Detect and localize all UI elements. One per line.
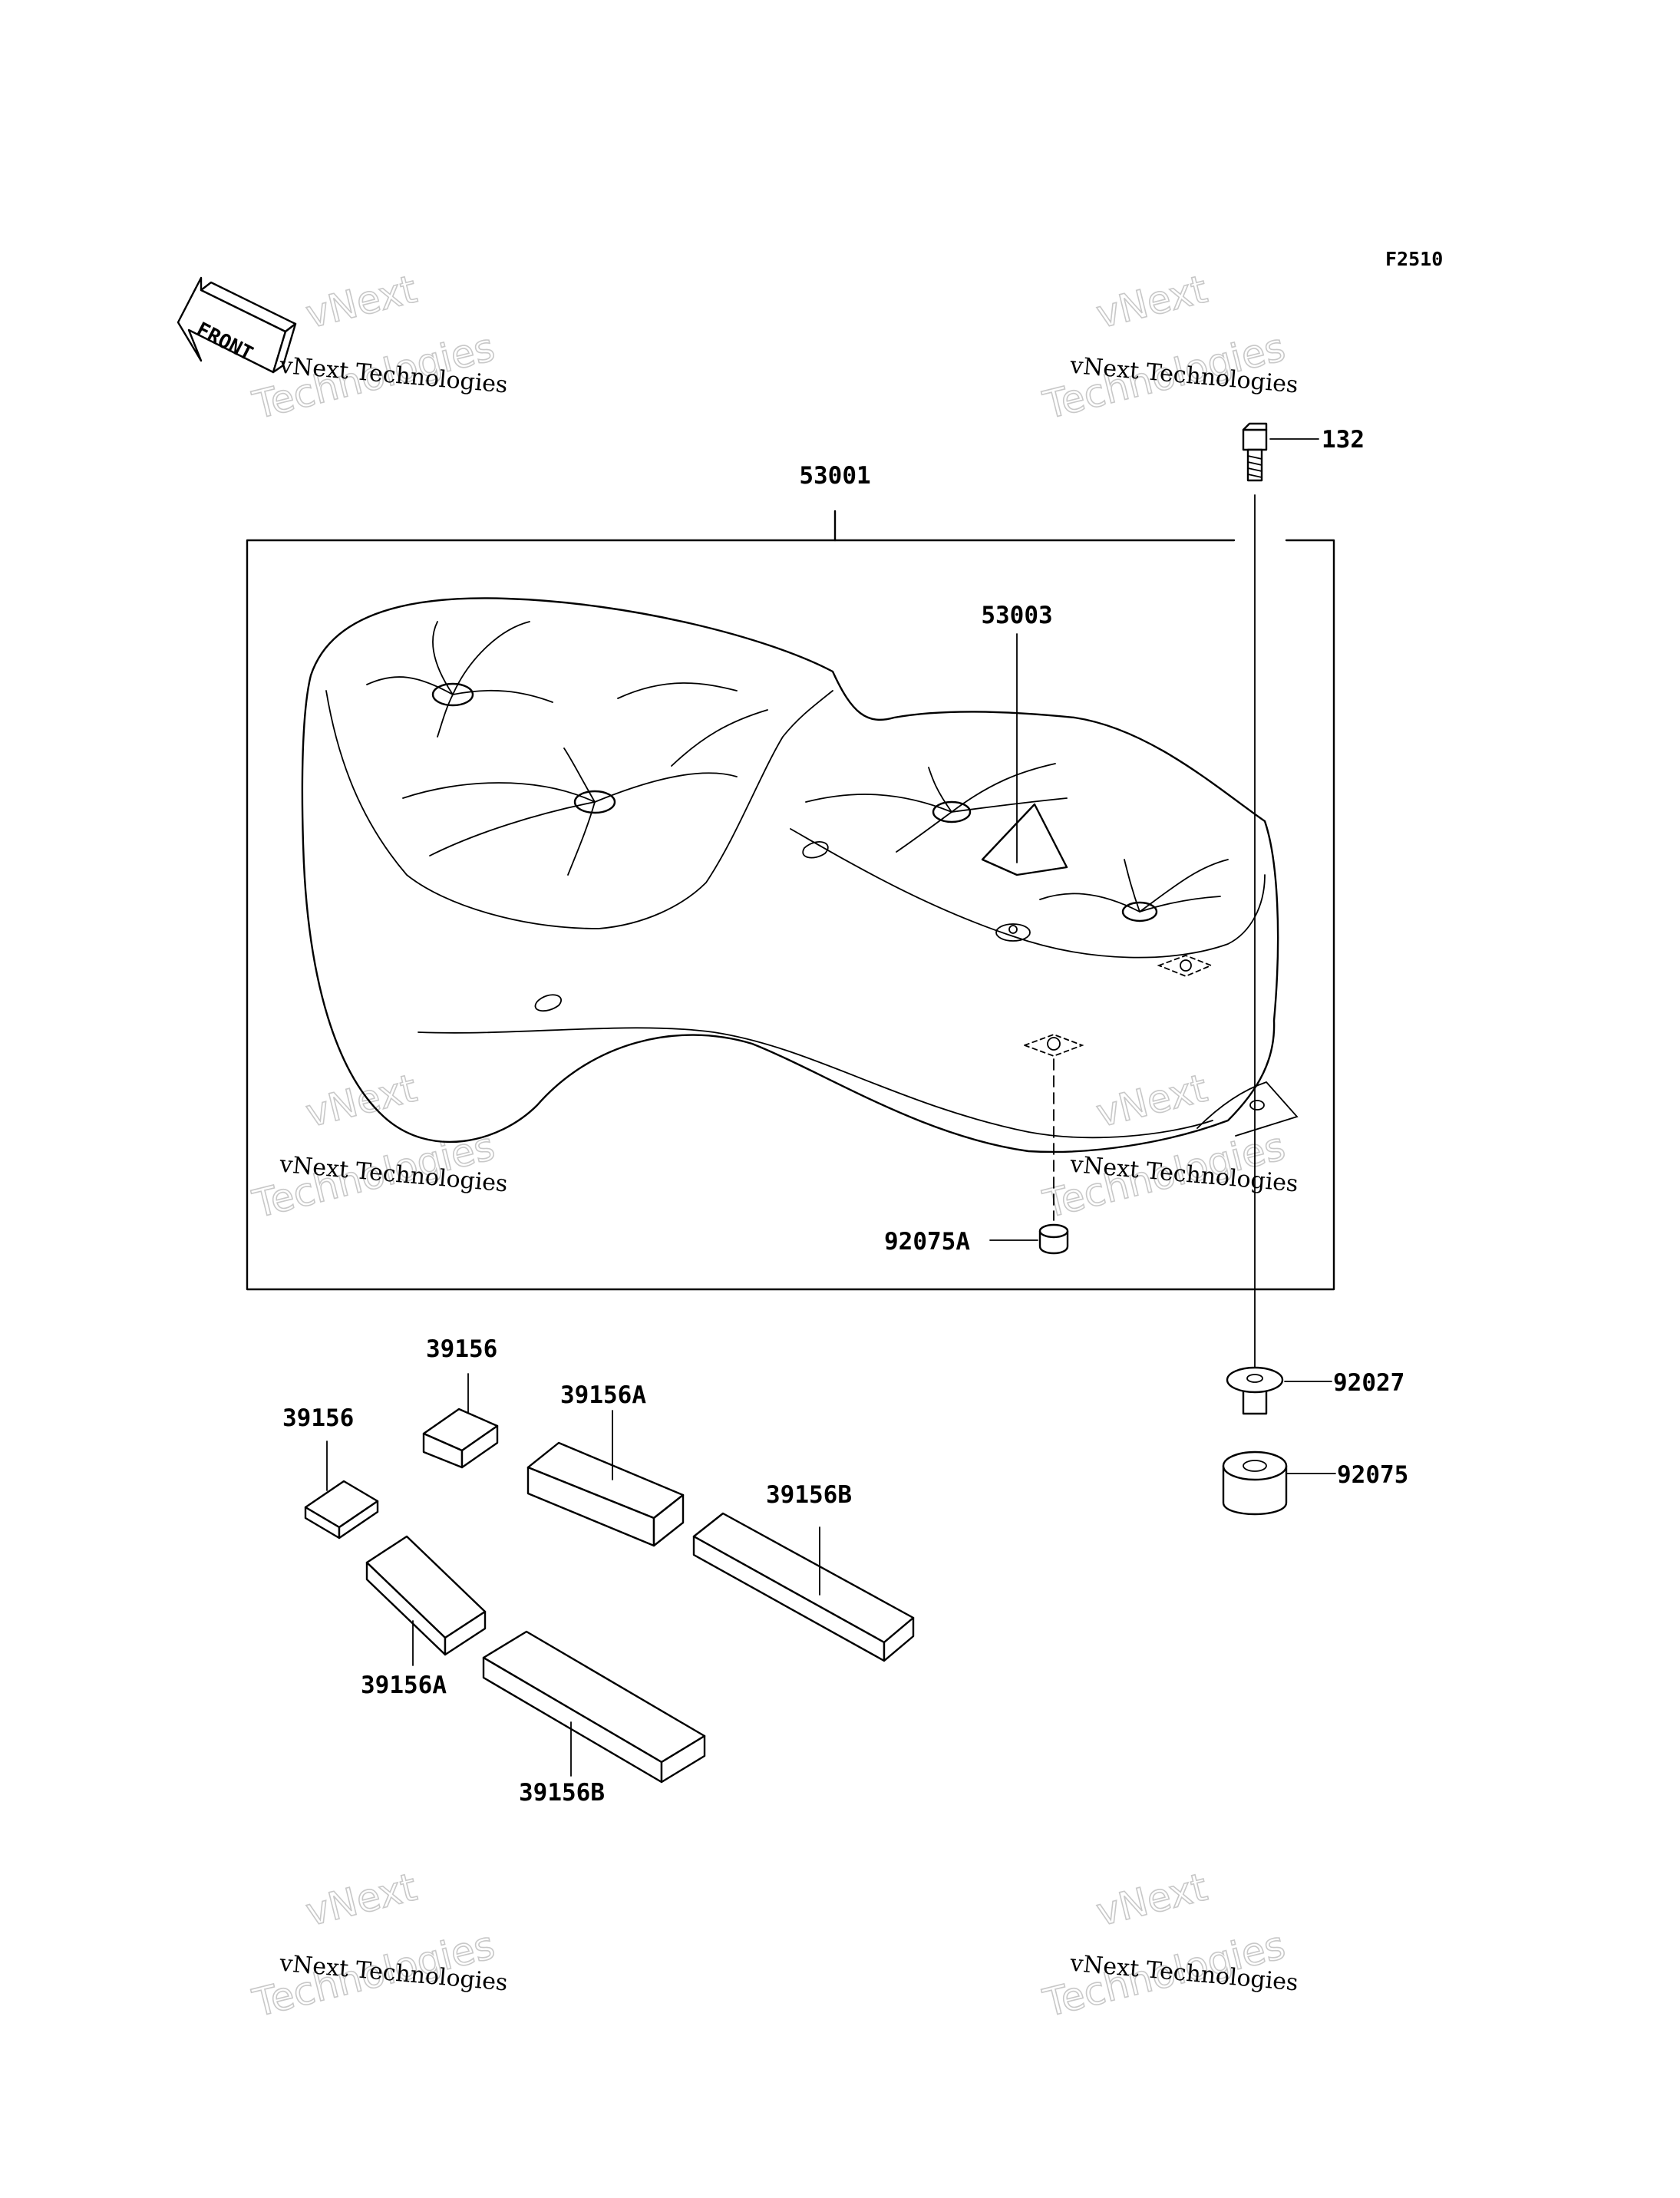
seat-assembly-frame xyxy=(246,510,1335,1291)
part-label-39156a-lower: 39156A xyxy=(361,1672,447,1699)
bolt-icon xyxy=(1242,422,1268,482)
pad-long-2-icon xyxy=(482,1630,706,1784)
part-label-39156b-bottom: 39156B xyxy=(519,1779,605,1807)
part-label-92075a: 92075A xyxy=(884,1228,970,1256)
front-arrow-icon: FRONT xyxy=(177,276,297,374)
watermark-line: vNext xyxy=(1092,1865,1212,1936)
seat-drawing xyxy=(301,597,1299,1153)
pad-small-2-icon xyxy=(422,1408,499,1469)
watermark-line: vNext xyxy=(302,267,421,338)
pad-small-1-icon xyxy=(304,1480,379,1540)
label-plate-icon xyxy=(981,803,1068,876)
watermark: vNext Technologies vNext Technologies vN… xyxy=(248,266,1299,2027)
pad-medium-2-icon xyxy=(365,1535,487,1656)
damper-a-icon xyxy=(1038,1223,1069,1255)
part-label-39156a-upper: 39156A xyxy=(560,1381,646,1409)
figure-code: F2510 xyxy=(1385,248,1443,270)
part-label-53003: 53003 xyxy=(981,602,1052,629)
watermark-line: vNext xyxy=(302,1865,421,1936)
watermark-line: vNext xyxy=(302,1066,421,1137)
part-label-39156-a: 39156 xyxy=(282,1404,354,1432)
collar-icon xyxy=(1226,1366,1284,1415)
part-label-39156-b: 39156 xyxy=(426,1335,497,1363)
pad-medium-1-icon xyxy=(526,1441,685,1547)
part-label-53001: 53001 xyxy=(799,462,870,490)
part-label-132: 132 xyxy=(1322,426,1365,454)
pad-long-1-icon xyxy=(692,1512,915,1662)
damper-icon xyxy=(1222,1450,1288,1516)
part-label-39156b-right: 39156B xyxy=(766,1481,852,1509)
watermark-line: vNext xyxy=(1092,267,1212,338)
part-label-92027: 92027 xyxy=(1333,1369,1404,1397)
part-label-92075: 92075 xyxy=(1337,1461,1408,1489)
